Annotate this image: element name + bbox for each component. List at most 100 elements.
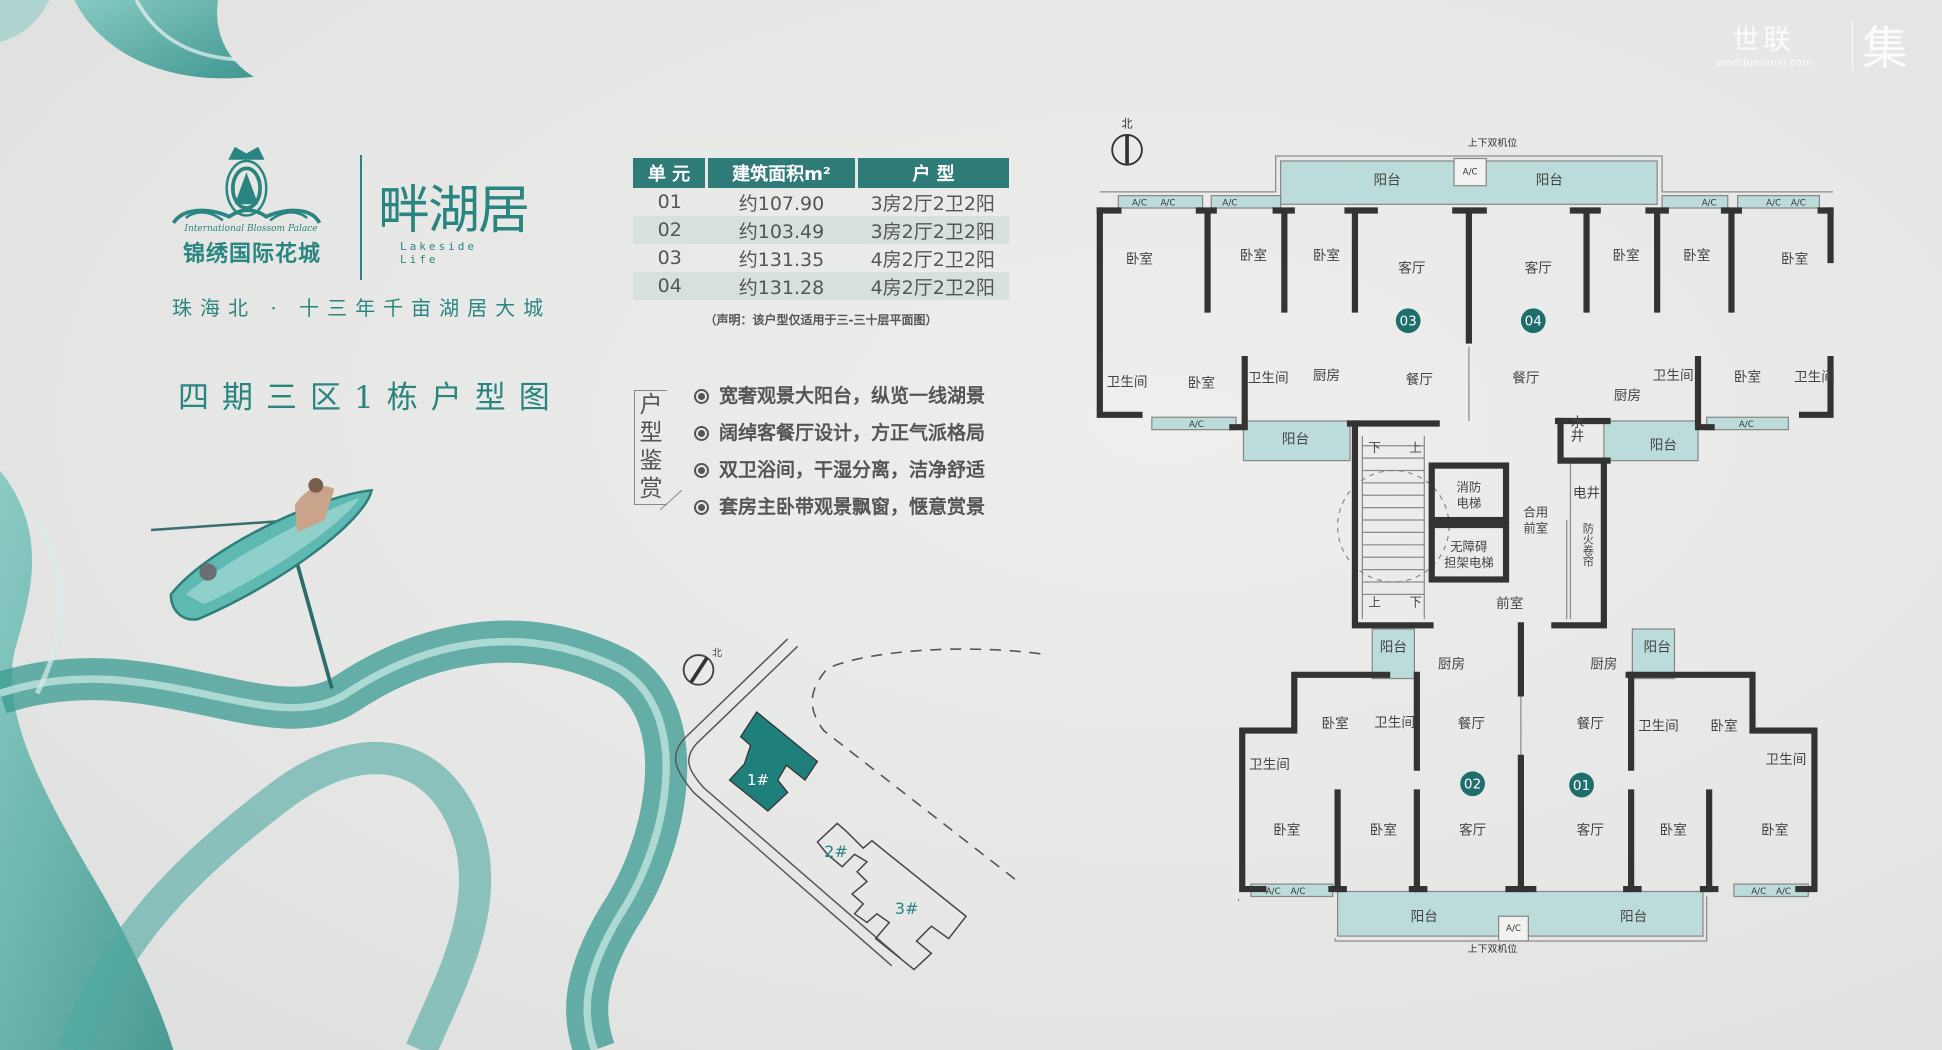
walls bbox=[1096, 207, 1834, 893]
svg-text:北: 北 bbox=[712, 647, 722, 659]
svg-text:阳台: 阳台 bbox=[1536, 172, 1563, 188]
svg-text:下: 下 bbox=[1369, 441, 1381, 455]
svg-text:A/C: A/C bbox=[1291, 887, 1306, 897]
svg-text:03: 03 bbox=[1400, 314, 1417, 330]
svg-text:阳台: 阳台 bbox=[1411, 909, 1438, 925]
cell-layout: 3房2厅2卫2阳 bbox=[870, 192, 995, 215]
svg-text:厨房: 厨房 bbox=[1590, 657, 1617, 673]
north-compass-icon bbox=[682, 654, 715, 686]
cell-unit: 03 bbox=[657, 247, 682, 269]
svg-text:电井: 电井 bbox=[1573, 486, 1600, 502]
header-layout: 户 型 bbox=[856, 158, 1009, 188]
svg-text:卧室: 卧室 bbox=[1126, 251, 1153, 268]
feature-text: 双卫浴间，干湿分离，洁净舒适 bbox=[719, 459, 986, 481]
table-row: 03 约131.35 4房2厅2卫2阳 bbox=[633, 244, 1009, 272]
svg-text:客厅: 客厅 bbox=[1459, 822, 1486, 839]
bullet-icon bbox=[694, 389, 709, 404]
svg-text:卧室: 卧室 bbox=[1761, 822, 1788, 839]
svg-text:卧室: 卧室 bbox=[1188, 375, 1215, 392]
brand-emblem-logo bbox=[171, 146, 322, 225]
bullet-icon bbox=[694, 500, 709, 515]
project-english-line1: Lakeside bbox=[400, 240, 477, 253]
svg-text:01: 01 bbox=[1573, 778, 1590, 794]
cell-area: 约131.28 bbox=[706, 272, 857, 300]
cell-layout: 3房2厅2卫2阳 bbox=[856, 216, 1009, 244]
svg-text:卧室: 卧室 bbox=[1370, 822, 1397, 839]
cell-layout: 4房2厅2卫2阳 bbox=[870, 248, 995, 271]
svg-text:卧室: 卧室 bbox=[1613, 247, 1640, 264]
svg-text:客厅: 客厅 bbox=[1398, 259, 1425, 276]
watermark-url: worldunionsj.com bbox=[1716, 56, 1813, 69]
bullet-icon bbox=[694, 426, 709, 441]
balconies bbox=[1117, 157, 1821, 942]
svg-text:客厅: 客厅 bbox=[1577, 822, 1604, 839]
site-plan: 北 1# 2# 3# bbox=[674, 638, 1041, 971]
cell-layout: 4房2厅2卫2阳 bbox=[856, 272, 1009, 300]
feature-text: 套房主卧带观景飘窗，惬意赏景 bbox=[719, 496, 986, 518]
tagline: 珠海北 · 十三年千亩湖居大城 bbox=[172, 296, 552, 320]
table-row: 01 约107.90 3房2厅2卫2阳 bbox=[633, 188, 1009, 216]
cell-area: 约131.35 bbox=[738, 248, 825, 271]
svg-text:餐厅: 餐厅 bbox=[1406, 372, 1433, 388]
svg-text:3#: 3# bbox=[895, 899, 919, 918]
svg-text:卫生间: 卫生间 bbox=[1794, 369, 1835, 385]
list-item: 阔绰客餐厅设计，方正气派格局 bbox=[694, 415, 985, 452]
feature-label-slash bbox=[660, 490, 683, 510]
project-english-line2: Life bbox=[400, 253, 439, 266]
cell-unit: 04 bbox=[633, 272, 707, 300]
decorative-ribbon-top bbox=[0, 0, 254, 79]
svg-text:A/C: A/C bbox=[1766, 199, 1781, 209]
svg-text:阳台: 阳台 bbox=[1650, 437, 1677, 453]
svg-text:水井: 水井 bbox=[1567, 415, 1584, 444]
svg-text:餐厅: 餐厅 bbox=[1458, 716, 1485, 732]
cell-unit: 02 bbox=[633, 216, 707, 244]
svg-text:餐厅: 餐厅 bbox=[1577, 716, 1604, 732]
svg-text:A/C: A/C bbox=[1506, 924, 1521, 934]
list-item: 套房主卧带观景飘窗，惬意赏景 bbox=[694, 489, 985, 526]
svg-text:卧室: 卧室 bbox=[1240, 247, 1267, 264]
svg-text:下: 下 bbox=[1409, 596, 1421, 610]
svg-text:卧室: 卧室 bbox=[1273, 822, 1300, 839]
list-item: 双卫浴间，干湿分离，洁净舒适 bbox=[694, 452, 985, 489]
svg-text:卫生间: 卫生间 bbox=[1766, 752, 1807, 768]
list-item: 宽奢观景大阳台，纵览一线湖景 bbox=[694, 378, 985, 415]
svg-text:卫生间: 卫生间 bbox=[1374, 715, 1415, 731]
svg-text:厨房: 厨房 bbox=[1313, 368, 1340, 384]
svg-text:卫生间: 卫生间 bbox=[1248, 371, 1289, 387]
svg-text:阳台: 阳台 bbox=[1282, 431, 1309, 447]
svg-text:卧室: 卧室 bbox=[1710, 718, 1737, 735]
svg-text:客厅: 客厅 bbox=[1525, 259, 1552, 276]
svg-text:卫生间: 卫生间 bbox=[1653, 368, 1694, 384]
svg-text:卫生间: 卫生间 bbox=[1249, 757, 1290, 773]
svg-text:前室: 前室 bbox=[1523, 520, 1548, 535]
header-area: 建筑面积m² bbox=[706, 158, 858, 188]
svg-text:消防: 消防 bbox=[1457, 480, 1482, 495]
svg-text:阳台: 阳台 bbox=[1374, 172, 1401, 188]
feature-text: 阔绰客餐厅设计，方正气派格局 bbox=[719, 422, 986, 444]
svg-text:无障碍: 无障碍 bbox=[1450, 539, 1487, 554]
svg-text:卧室: 卧室 bbox=[1322, 715, 1349, 732]
svg-text:上: 上 bbox=[1409, 441, 1421, 455]
cell-unit: 01 bbox=[657, 191, 682, 213]
cell-area: 约107.90 bbox=[738, 192, 825, 215]
svg-text:1#: 1# bbox=[747, 771, 769, 789]
svg-text:前室: 前室 bbox=[1496, 595, 1523, 612]
brand-english-name: International Blossom Palace bbox=[184, 224, 318, 234]
bullet-icon bbox=[694, 463, 709, 478]
svg-text:卧室: 卧室 bbox=[1781, 251, 1808, 268]
room-labels: 阳台 阳台 卧室 卧室 卧室 客厅 客厅 卧室 卧室 卧室 卫生间 卧室 卫生间… bbox=[1107, 172, 1835, 925]
svg-text:合用: 合用 bbox=[1523, 504, 1548, 519]
svg-text:担架电梯: 担架电梯 bbox=[1444, 556, 1494, 570]
svg-text:卫生间: 卫生间 bbox=[1107, 374, 1148, 390]
svg-text:卫生间: 卫生间 bbox=[1638, 719, 1679, 735]
watermark-char: 集 bbox=[1862, 21, 1908, 75]
decorative-ribbon-left bbox=[0, 470, 688, 1050]
unit-badges: 03 04 02 01 bbox=[1395, 308, 1594, 798]
svg-text:上下双机位: 上下双机位 bbox=[1468, 942, 1518, 955]
svg-text:卧室: 卧室 bbox=[1683, 247, 1710, 264]
